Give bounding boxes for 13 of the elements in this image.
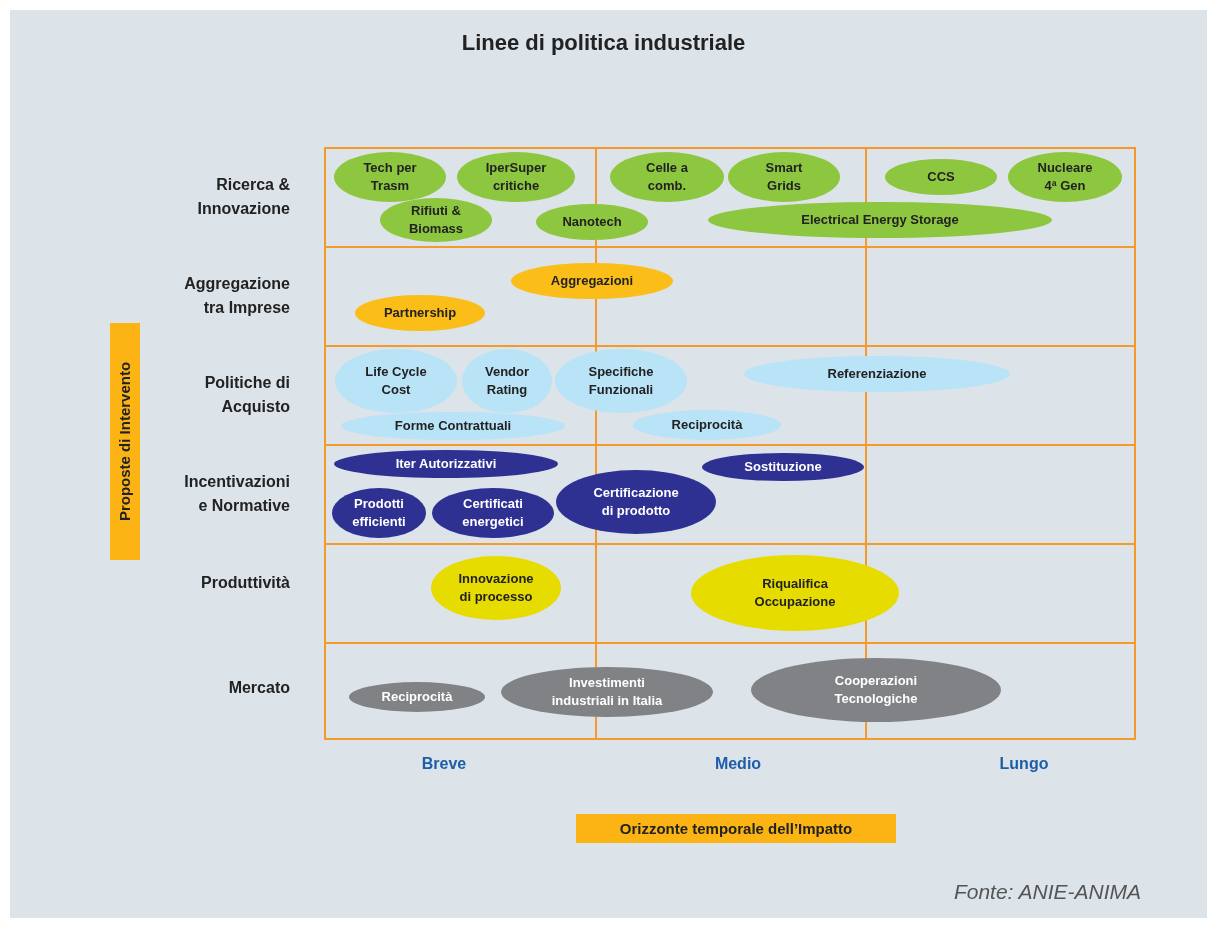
row-label: Ricerca & Innovazione (196, 175, 290, 219)
row-label: Politiche di Acquisto (203, 373, 290, 417)
row-label: Aggregazione tra Imprese (183, 274, 290, 318)
row-label: Mercato (227, 678, 290, 698)
column-label: Medio (713, 755, 763, 773)
source-caption: Fonte: ANIE-ANIMA (953, 880, 1141, 904)
column-label: Lungo (998, 755, 1050, 773)
axis-title-tag: Orizzonte temporale dell’Impatto (576, 814, 896, 843)
title: Linee di politica industriale (460, 30, 747, 56)
row-label: Incentivazioni e Normative (183, 472, 290, 516)
column-label: Breve (420, 755, 468, 773)
axis-title-tag: Proposte di Intervento (110, 323, 140, 560)
row-label: Produttività (200, 573, 290, 593)
